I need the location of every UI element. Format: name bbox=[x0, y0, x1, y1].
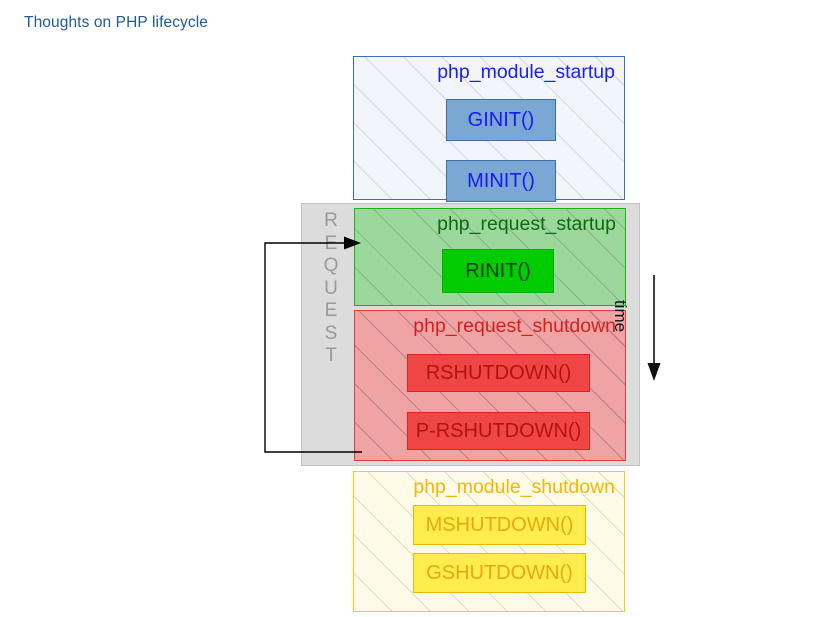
request-letter-s: S bbox=[324, 322, 338, 344]
call-box-rinit: RINIT() bbox=[442, 249, 554, 293]
call-box-p-rshutdown: P-RSHUTDOWN() bbox=[407, 412, 590, 450]
time-axis-label: time bbox=[611, 300, 630, 333]
time-axis-arrow-icon bbox=[647, 275, 661, 381]
call-box-ginit: GINIT() bbox=[446, 99, 556, 141]
request-loop-arrow-icon bbox=[264, 236, 362, 453]
call-box-gshutdown: GSHUTDOWN() bbox=[413, 553, 586, 593]
call-box-rshutdown: RSHUTDOWN() bbox=[407, 354, 590, 392]
request-letter-u: U bbox=[324, 277, 338, 299]
call-box-mshutdown: MSHUTDOWN() bbox=[413, 505, 586, 545]
request-letter-r: R bbox=[324, 210, 338, 231]
call-box-minit: MINIT() bbox=[446, 160, 556, 202]
phase-title-php-module-startup: php_module_startup bbox=[437, 61, 615, 83]
request-letter-e2: E bbox=[324, 300, 338, 321]
phase-title-php-request-startup: php_request_startup bbox=[437, 213, 616, 235]
page-title: Thoughts on PHP lifecycle bbox=[24, 14, 209, 31]
phase-title-php-module-shutdown: php_module_shutdown bbox=[413, 476, 615, 498]
phase-php-request-startup: php_request_startup bbox=[354, 208, 626, 306]
request-group-label: R E Q U E S T bbox=[318, 210, 344, 368]
request-letter-q: Q bbox=[323, 255, 339, 276]
phase-title-php-request-shutdown: php_request_shutdown bbox=[413, 315, 616, 337]
request-letter-t: T bbox=[325, 345, 337, 366]
